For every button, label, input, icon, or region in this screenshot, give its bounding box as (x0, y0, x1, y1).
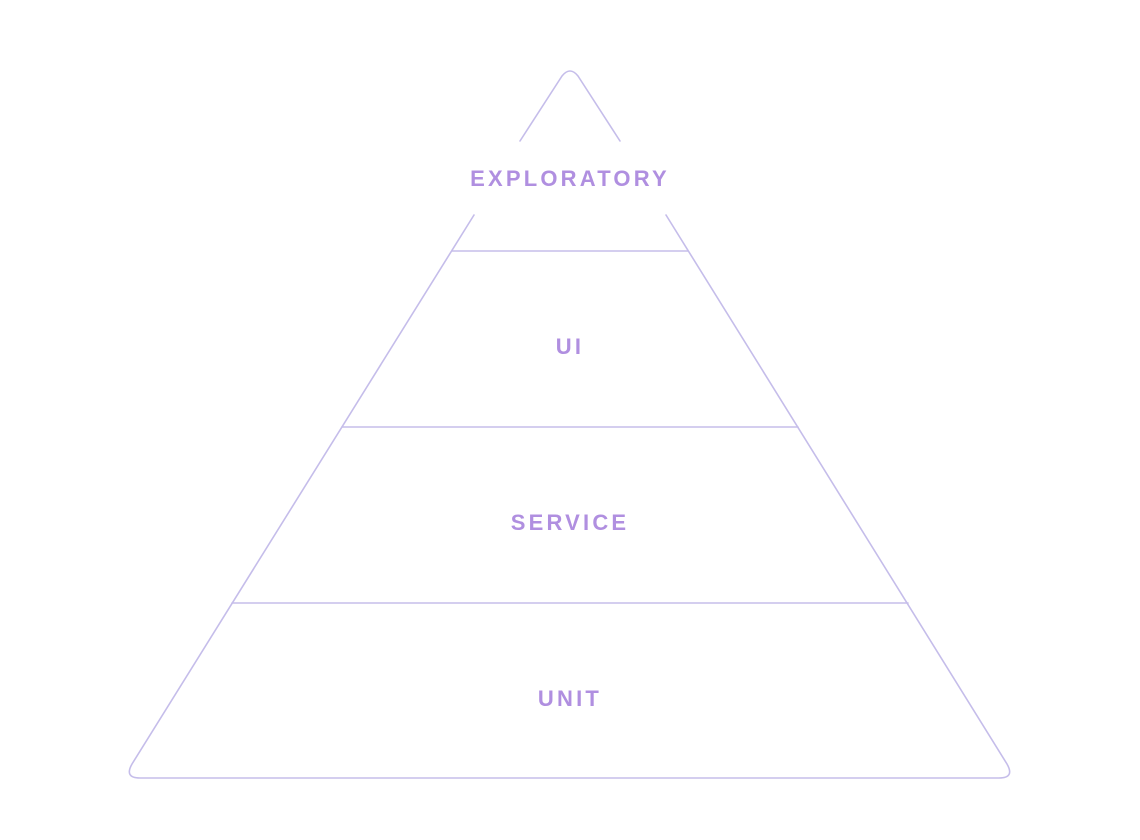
pyramid-apex-outline (519, 70, 621, 142)
tier-label-unit: UNIT (538, 686, 602, 711)
pyramid-body-outline (128, 214, 1011, 779)
tier-label-exploratory: EXPLORATORY (470, 166, 670, 191)
tier-label-service: SERVICE (511, 510, 630, 535)
tier-label-ui: UI (556, 334, 584, 359)
